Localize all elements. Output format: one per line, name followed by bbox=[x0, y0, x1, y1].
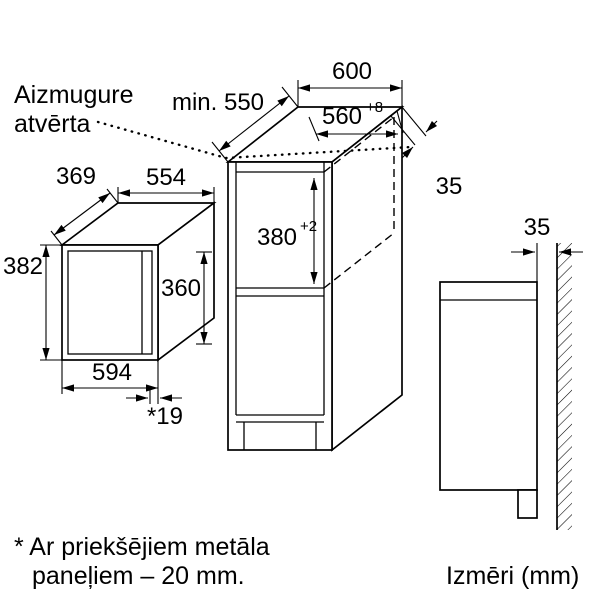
cabinet-plinth bbox=[243, 422, 317, 450]
dim-door-protrusion-label: *19 bbox=[147, 403, 183, 430]
dim-appliance-front-height: 360 bbox=[161, 251, 212, 345]
dim-top-rear-gap: 35 bbox=[390, 106, 463, 200]
dim-appliance-height: 382 bbox=[3, 244, 62, 361]
wall-hatching bbox=[557, 243, 572, 530]
cabinet-shelf bbox=[236, 287, 324, 297]
dim-appliance-front-width: 594 bbox=[61, 359, 159, 404]
dim-appliance-depth: 369 bbox=[50, 163, 119, 246]
back-open-text-line2: atvērta bbox=[14, 110, 91, 138]
dim-rear-wall-gap-label: 35 bbox=[524, 214, 551, 241]
dim-appliance-height-label: 382 bbox=[3, 253, 43, 280]
side-view-foot bbox=[517, 489, 538, 519]
dim-rear-wall-gap: 35 bbox=[511, 214, 583, 282]
dim-niche-width: 560 +8 bbox=[308, 99, 404, 142]
dim-cabinet-width: 600 bbox=[297, 58, 403, 107]
footnote: * Ar priekšējiem metāla paneļiem – 20 mm… bbox=[14, 533, 270, 590]
dim-min-niche-depth: min. 550 bbox=[172, 86, 299, 163]
dim-appliance-depth-label: 369 bbox=[56, 163, 96, 190]
dim-appliance-width: 554 bbox=[117, 164, 215, 203]
units-label: Izmēri (mm) bbox=[446, 562, 579, 590]
dim-niche-height-tolerance-label: +2 bbox=[300, 218, 317, 235]
dim-niche-height-label: 380 bbox=[257, 224, 297, 251]
cabinet-front-face bbox=[227, 161, 333, 451]
footnote-text-line1: * Ar priekšējiem metāla bbox=[14, 533, 270, 561]
cabinet-isometric bbox=[225, 105, 405, 452]
dim-min-niche-depth-label: min. 550 bbox=[172, 89, 264, 116]
dim-appliance-front-height-label: 360 bbox=[161, 275, 201, 302]
dim-niche-height: 380 +2 bbox=[257, 178, 318, 284]
dim-door-protrusion: *19 bbox=[126, 388, 183, 430]
microwave-door bbox=[67, 250, 153, 355]
back-open-callout: Aizmugure atvērta bbox=[14, 81, 134, 138]
dim-cabinet-width-label: 600 bbox=[332, 58, 372, 85]
dim-appliance-width-label: 554 bbox=[146, 164, 186, 191]
cabinet-side-face bbox=[331, 105, 403, 452]
cabinet-bottom-panel bbox=[236, 414, 324, 423]
dim-niche-width-tolerance-label: +8 bbox=[366, 99, 383, 116]
side-view-cabinet bbox=[439, 281, 538, 491]
microwave-front-face bbox=[61, 244, 159, 361]
back-open-leader-line bbox=[96, 120, 413, 160]
dim-niche-width-label: 560 bbox=[322, 103, 362, 130]
back-open-text-line1: Aizmugure bbox=[14, 81, 134, 109]
dim-appliance-front-width-label: 594 bbox=[92, 359, 132, 386]
dim-top-rear-gap-label: 35 bbox=[436, 173, 463, 200]
footnote-text-line2: paneļiem – 20 mm. bbox=[32, 562, 245, 590]
side-view bbox=[439, 243, 572, 530]
